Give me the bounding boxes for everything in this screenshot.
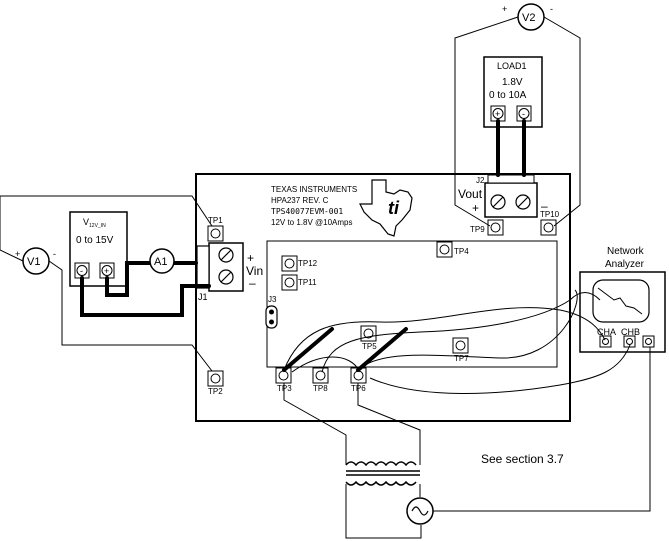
test-point-tp11 (281, 274, 298, 291)
j2-terminal-block (484, 174, 538, 218)
test-point-tp10 (540, 219, 557, 236)
chb-probe-wire-b (369, 344, 631, 394)
v1-sense-wire-positive (0, 195, 213, 262)
test-point-tp3 (275, 367, 292, 384)
logo-line-4: 12V to 1.8V @10Amps (271, 218, 353, 227)
see-section-note: See section 3.7 (481, 452, 564, 466)
transformer-wire-right (357, 383, 421, 465)
svg-text:V2: V2 (522, 12, 535, 24)
inj-loop-wire (291, 356, 361, 373)
tp1-label: TP1 (208, 216, 223, 225)
cha-probe-wire-a (283, 307, 606, 371)
supply-name: V12V_IN (83, 217, 106, 229)
svg-text:A1: A1 (154, 256, 167, 268)
injection-wire-right (356, 327, 408, 372)
source-to-analyzer-wire (433, 347, 651, 512)
vout-plus-label: + (472, 201, 479, 215)
test-point-tp2 (207, 370, 224, 387)
j3-label: J3 (268, 295, 277, 304)
ammeter-a1: A1 (149, 248, 175, 274)
load-range: 0 to 10A (489, 90, 527, 101)
signal-source-icon (406, 497, 434, 525)
test-point-tp1 (207, 225, 224, 242)
transformer-wire-left (283, 383, 347, 465)
vin-label: Vin (246, 264, 263, 278)
j2-label: J2 (476, 176, 485, 185)
v1-sense-wire-negative (48, 260, 213, 372)
vin-plus-label: + (247, 251, 254, 265)
test-point-tp8 (312, 367, 329, 384)
test-point-tp12 (281, 255, 298, 272)
logo-line-2: HPA237 REV. C (271, 196, 329, 205)
analyzer-title-1: Network (607, 246, 645, 257)
electronic-load: LOAD1 1.8V 0 to 10A + - (483, 56, 543, 128)
v2-sense-wire-negative (543, 16, 581, 227)
logo-line-3: TPS40077EVM-001 (271, 207, 343, 216)
analyzer-cha-label: CHA (597, 327, 616, 337)
v1-plus-label: + (15, 249, 20, 259)
cha-probe-wire-b (321, 292, 601, 373)
input-wire-negative (80, 276, 211, 317)
tp2-label: TP2 (208, 387, 223, 396)
load-name: LOAD1 (497, 61, 527, 71)
logo-line-1: TEXAS INSTRUMENTS (271, 185, 357, 194)
analyzer-title-2: Analyzer (605, 259, 645, 270)
tp11-label: TP11 (298, 278, 317, 287)
analyzer-screen (592, 279, 650, 323)
test-point-tp7 (452, 337, 469, 354)
tp10-label: TP10 (540, 210, 560, 219)
chb-probe-wire-a (357, 289, 578, 371)
v2-minus-label: - (550, 4, 553, 14)
vout-minus-label: – (541, 199, 548, 213)
analyzer-chb-label: CHB (621, 327, 640, 337)
voltmeter-v2: V2 + - (502, 3, 553, 31)
vout-label: Vout (458, 187, 483, 201)
load-minus-terminal: - (522, 109, 525, 119)
supply-range: 0 to 15V (76, 235, 114, 246)
tp12-label: TP12 (298, 259, 318, 268)
board-logo-text: TEXAS INSTRUMENTS HPA237 REV. C TPS40077… (271, 185, 357, 227)
test-point-tp9 (487, 219, 504, 236)
v1-minus-label: - (53, 249, 56, 259)
tp6-label: TP6 (351, 384, 366, 393)
tp4-label: TP4 (454, 247, 469, 256)
board-inner-area (266, 240, 558, 368)
j1-terminal-block (196, 242, 244, 292)
vin-minus-label: – (249, 276, 256, 290)
svg-text:V1: V1 (27, 256, 40, 268)
isolation-transformer-icon (345, 461, 420, 486)
source-wire-left (345, 484, 422, 539)
load-voltage: 1.8V (502, 77, 523, 88)
tp5-label: TP5 (362, 342, 377, 351)
analyzer-trace (597, 287, 643, 315)
input-wire-positive-a (105, 261, 152, 297)
supply-minus-terminal: - (80, 266, 83, 276)
test-point-tp4 (436, 241, 453, 258)
v2-plus-label: + (502, 4, 507, 14)
tp7-label: TP7 (454, 354, 469, 363)
injection-wire-left (282, 327, 334, 372)
supply-plus-terminal: + (104, 266, 109, 276)
tp9-label: TP9 (470, 225, 485, 234)
svg-text:ti: ti (388, 198, 400, 218)
input-power-supply: V12V_IN 0 to 15V - + (69, 211, 128, 287)
j3-jumper (265, 305, 278, 329)
test-point-tp5 (360, 325, 377, 342)
ti-logo-icon: ti (359, 179, 413, 237)
tp3-label: TP3 (277, 384, 292, 393)
network-analyzer (579, 271, 666, 353)
j1-label: J1 (198, 292, 208, 302)
tp8-label: TP8 (313, 384, 328, 393)
load-plus-terminal: + (495, 109, 500, 119)
v2-sense-wire-positive (454, 16, 519, 227)
